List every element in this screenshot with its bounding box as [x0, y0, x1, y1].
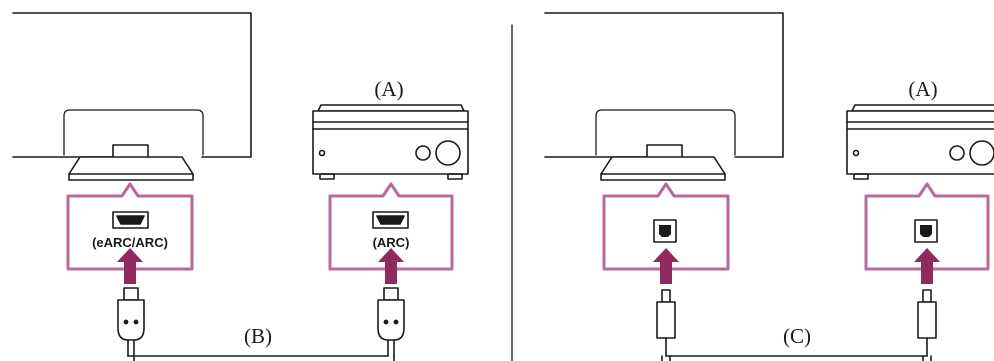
optical-port-icon [914, 219, 938, 243]
amplifier-left [312, 104, 469, 180]
amplifier-label-left: (A) [374, 77, 403, 101]
tv-port-label-left: (eARC/ARC) [92, 235, 168, 250]
hdmi-plug-icon [117, 287, 145, 357]
hdmi-port-icon [112, 211, 149, 229]
cable-label-right: (C) [783, 324, 811, 348]
tv-right [544, 12, 784, 181]
cable-label-left: (B) [244, 324, 272, 348]
arrow-up-icon [117, 248, 143, 284]
optical-cable [661, 355, 932, 361]
amp-port-label-left: (ARC) [373, 235, 410, 250]
arrow-up-icon [914, 248, 940, 284]
hdmi-port-icon [372, 211, 409, 229]
hdmi-plug-icon [377, 287, 405, 357]
optical-port-icon [653, 219, 677, 243]
arrow-up-icon [653, 248, 679, 284]
amplifier-label-right: (A) [908, 77, 937, 101]
amplifier-right [846, 104, 994, 180]
hdmi-cable [127, 355, 395, 361]
optical-plug-icon [917, 289, 937, 357]
tv-left [12, 12, 252, 181]
optical-plug-icon [656, 289, 676, 357]
arrow-up-icon [378, 248, 404, 284]
